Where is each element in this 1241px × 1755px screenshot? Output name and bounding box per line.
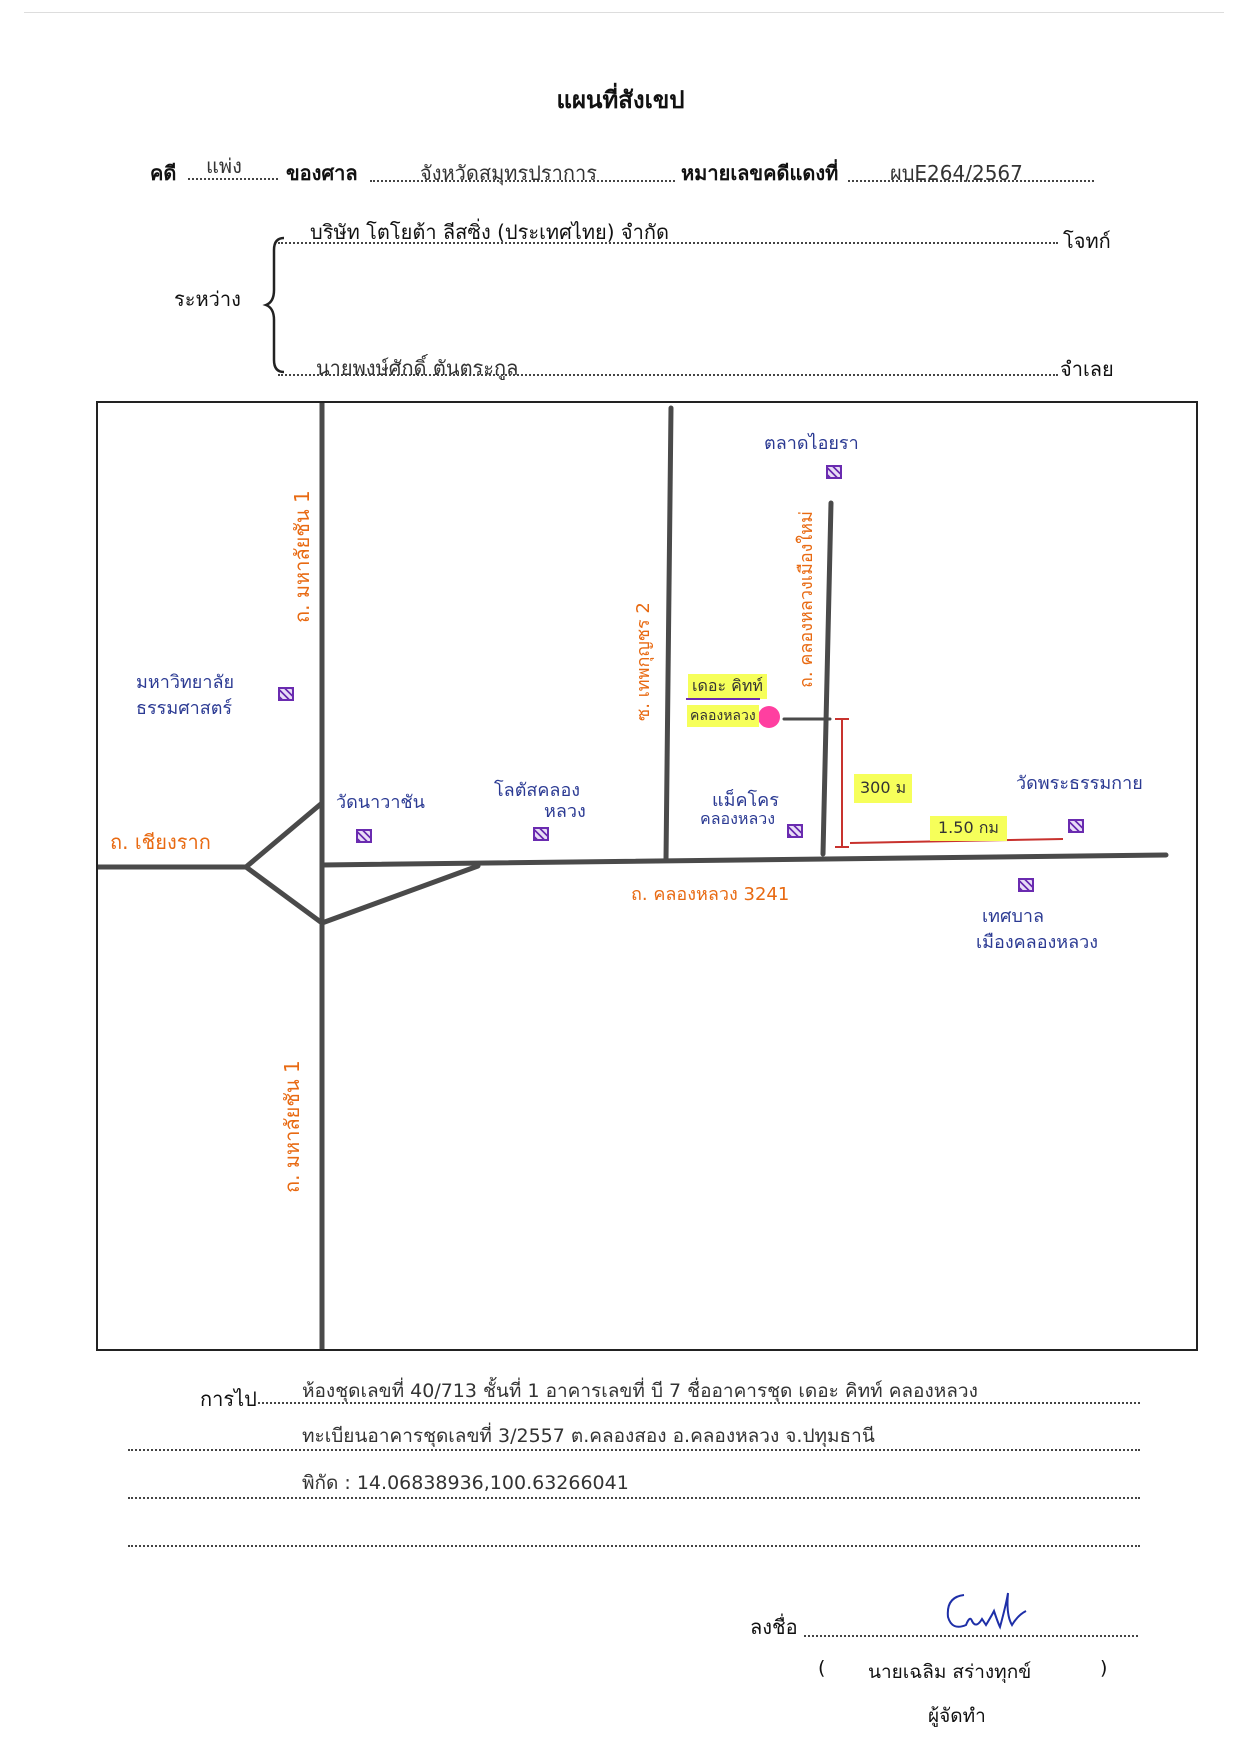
- distance-line-horizontal: [849, 838, 1064, 844]
- landmark-university-line2: ธรรมศาสตร์: [136, 698, 233, 719]
- landmark-makro-icon: [787, 824, 803, 838]
- target-location-marker: [758, 706, 780, 728]
- target-underline: [686, 698, 760, 700]
- handwritten-signature: [946, 1592, 1027, 1630]
- directions-label: การไป: [200, 1387, 257, 1411]
- landmark-lotus-icon: [533, 827, 549, 841]
- document-title: แผนที่สังเขป: [556, 86, 685, 114]
- case-type: แพ่ง: [206, 154, 242, 178]
- red-case-label: หมายเลขคดีแดงที่: [681, 161, 839, 185]
- road-junction: [241, 800, 325, 926]
- court-label: ของศาล: [286, 161, 358, 185]
- road-thepkunchorn: [663, 405, 674, 863]
- road-label-chiangrak: ถ. เชียงราก: [110, 830, 211, 854]
- case-dots: [188, 178, 278, 180]
- signature-label: ลงชื่อ: [750, 1615, 798, 1639]
- signature-dots: [804, 1635, 1138, 1637]
- court-dots: [370, 180, 675, 182]
- signature-role: ผู้จัดทำ: [928, 1705, 986, 1727]
- landmark-municipal-icon: [1018, 878, 1034, 892]
- signature-paren-open: (: [818, 1657, 826, 1679]
- top-rule: [24, 12, 1224, 13]
- road-khlongluang: [319, 852, 1169, 868]
- landmark-lotus-line1: โลตัสคลอง: [494, 780, 581, 801]
- landmark-municipal-line2: เมืองคลองหลวง: [976, 932, 1099, 953]
- road-label-khlongluang-new: ถ. คลองหลวงเมืองใหม่: [796, 511, 817, 688]
- landmark-wat-thammakai-icon: [1068, 819, 1084, 833]
- plaintiff-dots: [278, 242, 1058, 244]
- plaintiff-label: โจทก์: [1063, 229, 1111, 253]
- distance-label-horizontal: 1.50 กม: [930, 816, 1007, 841]
- court-value: จังหวัดสมุทรปราการ: [420, 161, 597, 185]
- target-label-line2: คลองหลวง: [687, 705, 759, 727]
- sketch-map: ถ. มหาลัยชัน 1 ถ. มหาลัยชัน 1 ถ. เชียงรา…: [96, 401, 1198, 1351]
- landmark-lotus-line2: หลวง: [544, 801, 586, 822]
- landmark-wat-thammakai: วัดพระธรรมกาย: [1016, 773, 1143, 794]
- landmark-wat-nawa-icon: [356, 829, 372, 843]
- between-label: ระหว่าง: [174, 287, 241, 311]
- landmark-makro-line2: คลองหลวง: [700, 809, 776, 828]
- road-label-mahalai-bottom: ถ. มหาลัยชัน 1: [280, 1060, 304, 1193]
- target-label-line1: เดอะ คิทท์: [688, 674, 767, 699]
- defendant-name: นายพงษ์ศักดิ์ ตันตระกูล: [316, 356, 519, 380]
- landmark-university-line1: มหาวิทยาลัย: [136, 672, 235, 693]
- landmark-wat-nawa: วัดนาวาชัน: [336, 792, 425, 813]
- bracket: [262, 236, 285, 374]
- directions-line1: ห้องชุดเลขที่ 40/713 ชั้นที่ 1 อาคารเลขท…: [302, 1380, 978, 1402]
- landmark-talad-icon: [826, 465, 842, 479]
- landmark-university-icon: [278, 687, 294, 701]
- landmark-talad: ตลาดไอยรา: [764, 433, 859, 454]
- road-label-mahalai-top: ถ. มหาลัยชัน 1: [290, 490, 314, 623]
- directions-line2: ทะเบียนอาคารชุดเลขที่ 3/2557 ต.คลองสอง อ…: [302, 1425, 875, 1447]
- plaintiff-name: บริษัท โตโยต้า ลีสซิ่ง (ประเทศไทย) จำกัด: [310, 220, 669, 244]
- case-label: คดี: [150, 161, 177, 185]
- directions-dots-2: [128, 1449, 1140, 1451]
- directions-dots-1: [258, 1402, 1140, 1404]
- landmark-makro-line1: แม็คโคร: [712, 790, 779, 811]
- road-connector: [319, 863, 481, 926]
- directions-line3: พิกัด : 14.06838936,100.63266041: [302, 1472, 629, 1494]
- road-label-khlongluang: ถ. คลองหลวง 3241: [631, 884, 790, 905]
- road-khlongluang-new: [820, 500, 834, 857]
- directions-dots-4: [128, 1545, 1140, 1547]
- red-case-dots: [848, 180, 1094, 182]
- defendant-dots: [278, 374, 1058, 376]
- road-label-thepkunchorn: ซ. เทพกุญชร 2: [633, 602, 654, 721]
- directions-dots-3: [128, 1497, 1140, 1499]
- signature-paren-close: ): [1100, 1657, 1108, 1679]
- map-roads: [98, 403, 1169, 1349]
- red-case-value: ผบE264/2567: [890, 161, 1023, 185]
- signature-name: นายเฉลิม สร่างทุกข์: [868, 1661, 1032, 1683]
- landmark-municipal-line1: เทศบาล: [982, 906, 1045, 927]
- defendant-label: จำเลย: [1060, 357, 1114, 381]
- distance-label-vertical: 300 ม: [854, 774, 913, 803]
